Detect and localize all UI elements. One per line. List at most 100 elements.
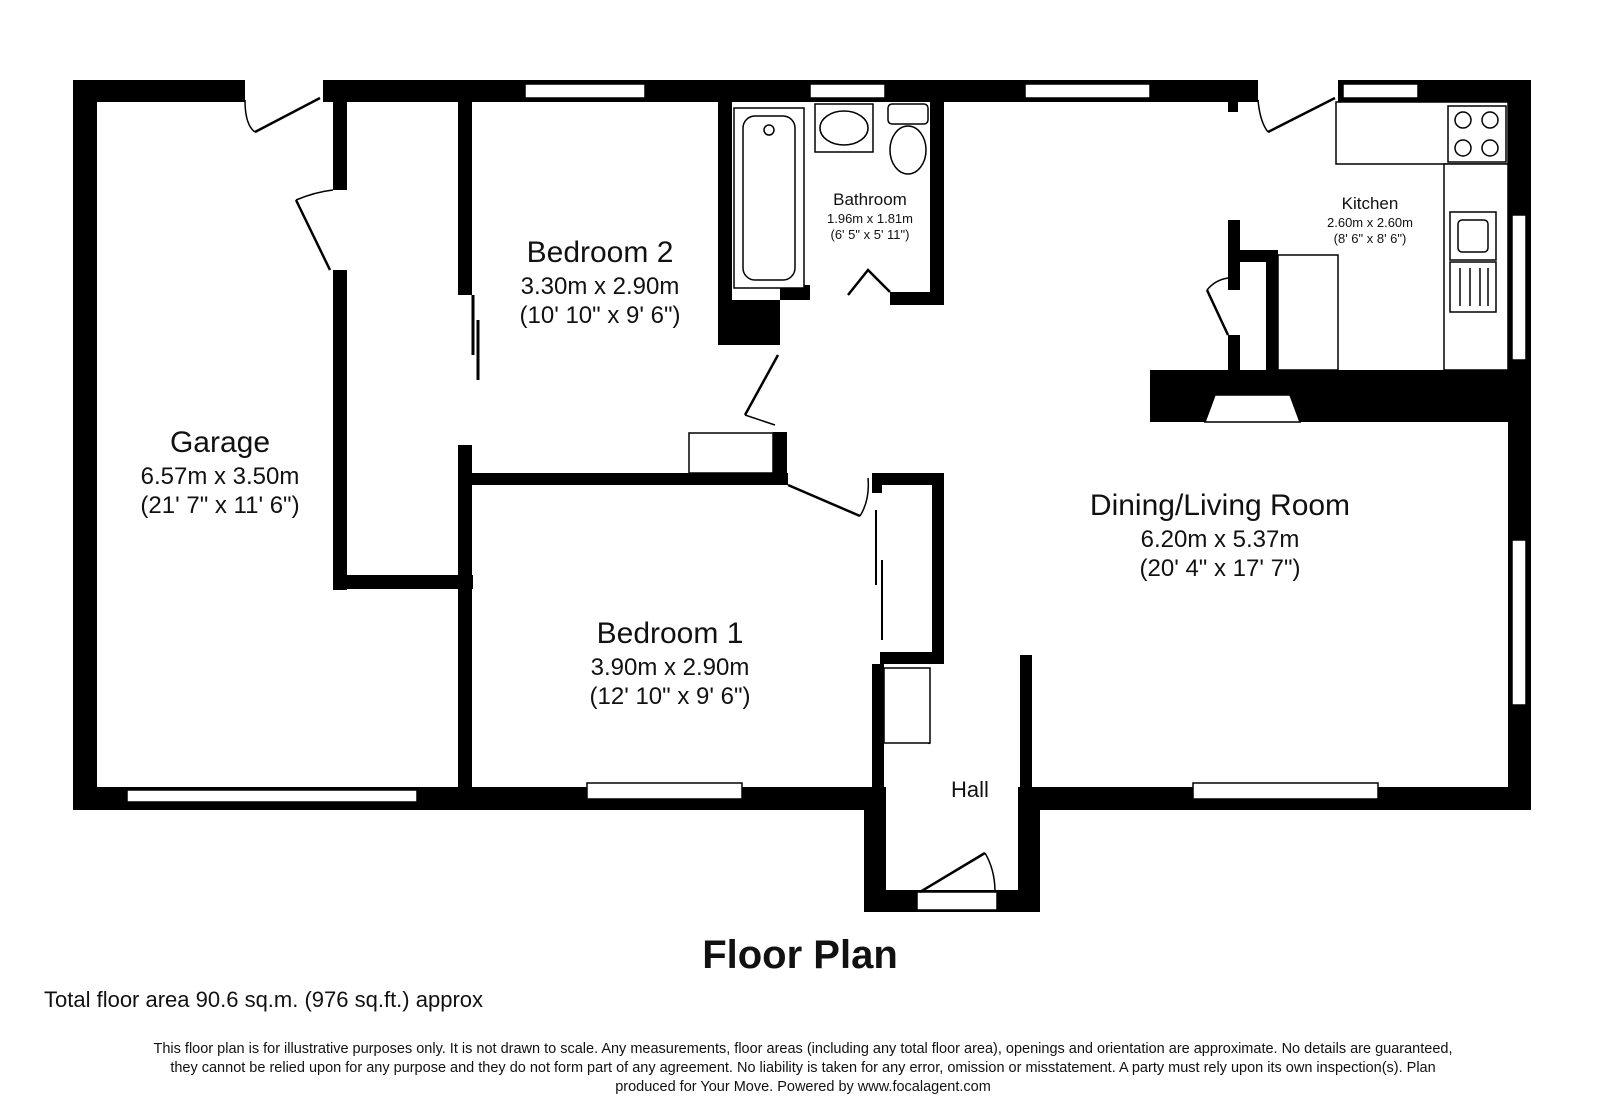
front-door-opening (916, 891, 998, 911)
disclaimer-line: produced for Your Move. Powered by www.f… (615, 1078, 991, 1095)
room-label-kitchen: Kitchen 2.60m x 2.60m (8' 6" x 8' 6") (1310, 194, 1430, 246)
door-swing (859, 477, 870, 517)
room-dimensions-metric: 3.30m x 2.90m (520, 272, 680, 300)
room-name: Garage (169, 426, 271, 459)
basin (819, 110, 869, 146)
garage-inner-wall (333, 100, 347, 190)
room-dimensions-imperial: (8' 6" x 8' 6") (1333, 230, 1407, 246)
window (1511, 539, 1527, 706)
room-name: Hall (951, 777, 989, 802)
window (809, 83, 886, 99)
door-swing (1257, 99, 1269, 133)
door-swing (744, 414, 776, 426)
room-label-garage: Garage 6.57m x 3.50m (21' 7" x 11' 6") (110, 425, 330, 520)
kitchen-wall-stub (1228, 100, 1238, 112)
door-swing (295, 189, 334, 201)
fixtures (688, 101, 1509, 744)
room-dimensions-metric: 1.96m x 1.81m (827, 210, 913, 226)
door-leaf (1205, 289, 1230, 336)
toilet-bowl (889, 125, 927, 175)
kitchen-cupboard (1277, 254, 1339, 371)
room-label-hall: Hall (930, 777, 1010, 804)
cupboard-wall-top (872, 473, 944, 485)
window (1024, 83, 1151, 99)
bathroom-wall-right (930, 100, 944, 305)
total-floor-area: Total floor area 90.6 sq.m. (976 sq.ft.)… (44, 987, 484, 1012)
bathroom-wall-left (718, 100, 732, 345)
door-leaf (294, 199, 332, 271)
kitchen-cupboard-wall (1228, 335, 1240, 375)
room-dimensions-metric: 6.20m x 5.37m (1140, 525, 1300, 553)
door-opening (245, 80, 323, 102)
room-label-bedroom-1: Bedroom 1 3.90m x 2.90m (12' 10" x 9' 6"… (560, 616, 780, 711)
bathroom-wall-bottom (890, 292, 944, 305)
bathroom-wall-block (718, 300, 780, 345)
hob-ring (1454, 111, 1472, 129)
door-leaf (743, 354, 780, 416)
wall-stub (773, 432, 787, 482)
window (586, 782, 743, 800)
toilet-cistern (887, 103, 929, 125)
cupboard-wall-left (872, 473, 882, 493)
wardrobe (688, 432, 774, 474)
garage-bedroom-wall (458, 445, 472, 790)
disclaimer-line: This floor plan is for illustrative purp… (153, 1041, 1453, 1057)
door-swing (984, 852, 996, 893)
window (1511, 214, 1527, 361)
room-dimensions-metric: 2.60m x 2.60m (1327, 214, 1413, 230)
room-dimensions-imperial: (21' 7" x 11' 6") (140, 491, 300, 519)
hob-ring (1454, 139, 1472, 157)
door-leaf (254, 96, 321, 134)
doors (244, 80, 1338, 894)
window (524, 83, 646, 99)
outer-wall-left (73, 80, 97, 810)
door-opening (1258, 80, 1338, 102)
room-label-dining-living-room: Dining/Living Room 6.20m x 5.37m (20' 4"… (1060, 488, 1380, 583)
drainer (1449, 261, 1497, 313)
room-dimensions-imperial: (12' 10" x 9' 6") (589, 682, 751, 710)
garage-door-opening (126, 789, 418, 803)
hob-ring (1481, 111, 1499, 129)
disclaimer: This floor plan is for illustrative purp… (38, 1040, 1568, 1097)
windows (126, 83, 1527, 911)
bedroom-partition-wall (458, 473, 788, 485)
hall-partition-wall (872, 664, 884, 789)
kitchen-cupboard-wall (1266, 250, 1278, 375)
hall-wall-right (1018, 787, 1040, 912)
fireplace-hearth (1203, 394, 1302, 423)
window (1342, 83, 1419, 99)
room-name: Bedroom 1 (596, 617, 744, 650)
outer-wall-top (73, 80, 1531, 102)
garage-store-wall (333, 575, 473, 589)
hob-ring (1481, 139, 1499, 157)
kitchen-cupboard-wall (1228, 250, 1266, 262)
room-dimensions-metric: 6.57m x 3.50m (140, 462, 300, 490)
room-label-bedroom-2: Bedroom 2 3.30m x 2.90m (10' 10" x 9' 6"… (480, 235, 720, 330)
door-swing (244, 99, 256, 133)
room-name: Bathroom (833, 190, 907, 209)
bath-plug (763, 124, 775, 136)
disclaimer-line: they cannot be relied upon for any purpo… (170, 1059, 1436, 1076)
room-dimensions-metric: 3.90m x 2.90m (590, 653, 750, 681)
room-dimensions-imperial: (20' 4" x 17' 7") (1139, 554, 1301, 582)
sink-bowl (1457, 219, 1489, 253)
room-dimensions-imperial: (6' 5" x 5' 11") (830, 226, 910, 242)
plan-title: Floor Plan (702, 933, 898, 977)
room-name: Bedroom 2 (526, 236, 674, 269)
garage-bedroom-wall (458, 100, 472, 295)
garage-inner-wall (333, 270, 347, 590)
door-leaf (787, 483, 861, 518)
door-leaf (919, 851, 986, 894)
cupboard-wall-right (932, 473, 944, 663)
window (1192, 782, 1379, 800)
cupboard-wall-bottom (880, 652, 944, 664)
hall-cupboard (883, 667, 931, 744)
hall-wall-left (864, 787, 886, 912)
bifold-door (847, 268, 891, 296)
bath-tub (742, 115, 796, 281)
hall-partition-wall (1020, 655, 1032, 790)
door-swing (1206, 277, 1229, 291)
room-name: Dining/Living Room (1089, 489, 1351, 522)
room-name: Kitchen (1341, 194, 1399, 213)
